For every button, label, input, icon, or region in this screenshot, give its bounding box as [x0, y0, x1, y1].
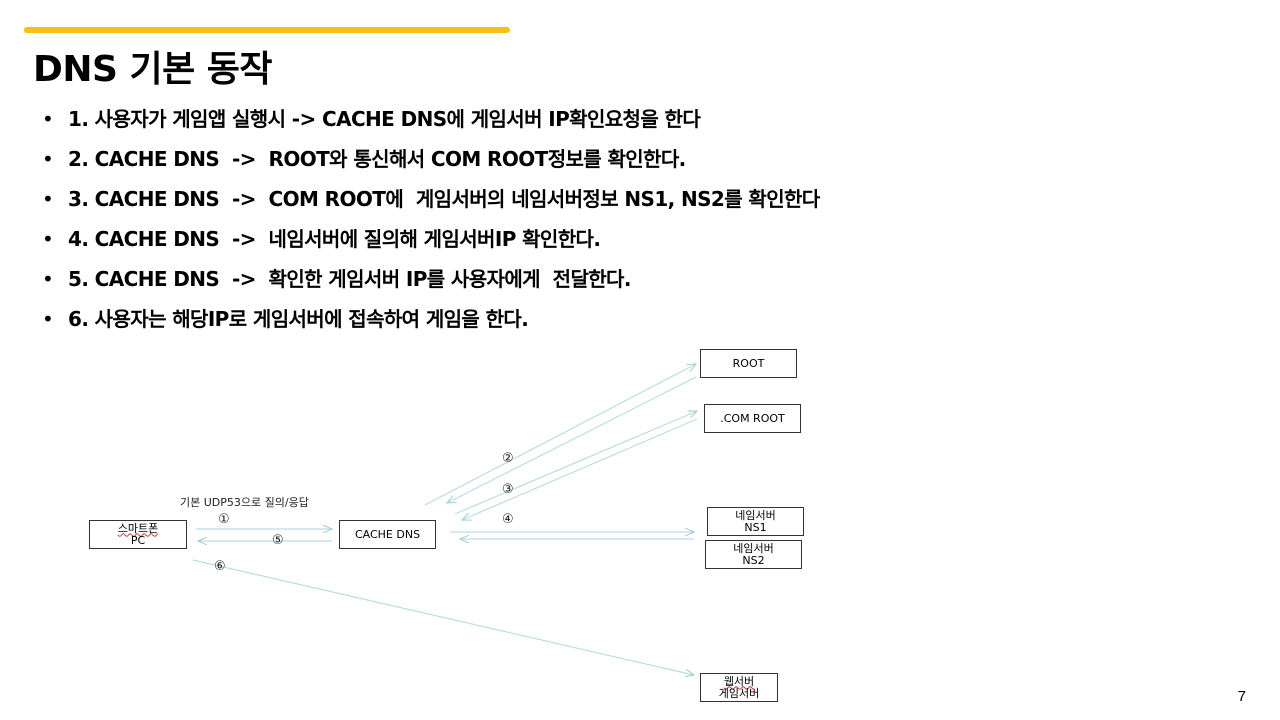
slide-title: DNS 기본 동작: [33, 49, 273, 90]
bullet-step-6: 6. 사용자는 해당IP로 게임서버에 접속하여 게임을 한다.: [40, 304, 820, 344]
step-6-marker: ⑥: [214, 559, 226, 574]
page-number: 7: [1237, 688, 1246, 705]
bullet-list: 1. 사용자가 게임앱 실행시 -> CACHE DNS에 게임서버 IP확인요…: [40, 104, 820, 344]
accent-bar: [24, 27, 510, 33]
step-3-marker: ③: [502, 482, 514, 497]
game-server-node: 웹서버 게임서버: [700, 673, 778, 702]
game-server-sublabel: 게임서버: [718, 686, 760, 700]
step-5-marker: ⑤: [272, 533, 284, 548]
root-node: ROOT: [700, 349, 797, 378]
cache-dns-label: CACHE DNS: [354, 527, 421, 541]
ns1-node: 네임서버 NS1: [707, 507, 804, 536]
ns2-label: 네임서버: [733, 541, 774, 555]
bullet-step-5: 5. CACHE DNS -> 확인한 게임서버 IP를 사용자에게 전달한다.: [40, 264, 820, 304]
game-server-label: 웹서버: [723, 674, 755, 688]
ns1-label: 네임서버: [735, 508, 776, 522]
ns1-sublabel: NS1: [744, 520, 767, 534]
step-1-marker: ①: [218, 512, 230, 527]
com-root-node: .COM ROOT: [704, 404, 801, 433]
cache-dns-node: CACHE DNS: [339, 520, 436, 549]
client-node-label: 스마트폰: [117, 521, 159, 535]
bullet-step-2: 2. CACHE DNS -> ROOT와 통신해서 COM ROOT정보를 확…: [40, 144, 820, 184]
step-4-marker: ④: [502, 512, 514, 527]
bullet-step-3: 3. CACHE DNS -> COM ROOT에 게임서버의 네임서버정보 N…: [40, 184, 820, 224]
client-node: 스마트폰 PC: [89, 520, 187, 549]
protocol-caption: 기본 UDP53으로 질의/응답: [180, 496, 309, 509]
bullet-step-4: 4. CACHE DNS -> 네임서버에 질의해 게임서버IP 확인한다.: [40, 224, 820, 264]
ns2-node: 네임서버 NS2: [705, 540, 802, 569]
com-root-label: .COM ROOT: [720, 411, 785, 425]
bullet-step-1: 1. 사용자가 게임앱 실행시 -> CACHE DNS에 게임서버 IP확인요…: [40, 104, 820, 144]
root-label: ROOT: [732, 356, 765, 370]
client-node-sublabel: PC: [130, 533, 146, 547]
ns2-sublabel: NS2: [742, 553, 765, 567]
step-2-marker: ②: [502, 451, 514, 466]
